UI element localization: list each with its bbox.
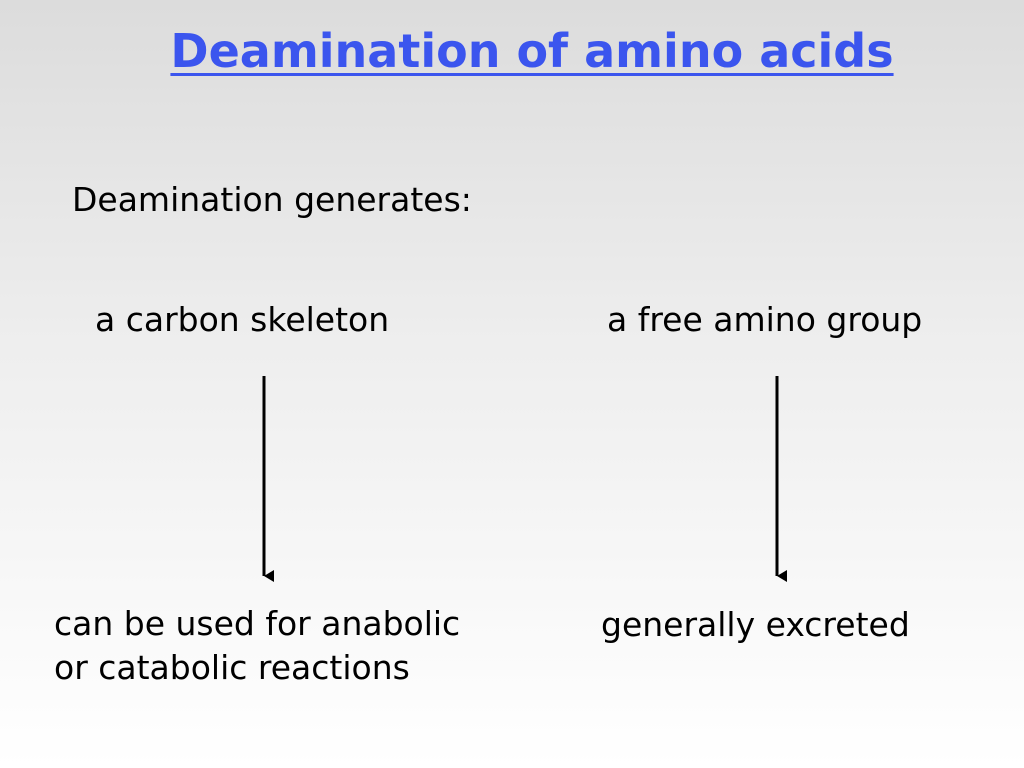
right-source-node: a free amino group [607, 300, 923, 339]
left-result-line-1: can be used for anabolic [54, 604, 461, 643]
left-result-node: can be used for anabolic or catabolic re… [54, 602, 460, 690]
slide-subtitle: Deamination generates: [72, 180, 472, 219]
left-source-node: a carbon skeleton [95, 300, 390, 339]
left-result-line-2: or catabolic reactions [54, 648, 410, 687]
slide-title: Deamination of amino acids [170, 24, 894, 78]
right-result-node: generally excreted [601, 605, 910, 644]
